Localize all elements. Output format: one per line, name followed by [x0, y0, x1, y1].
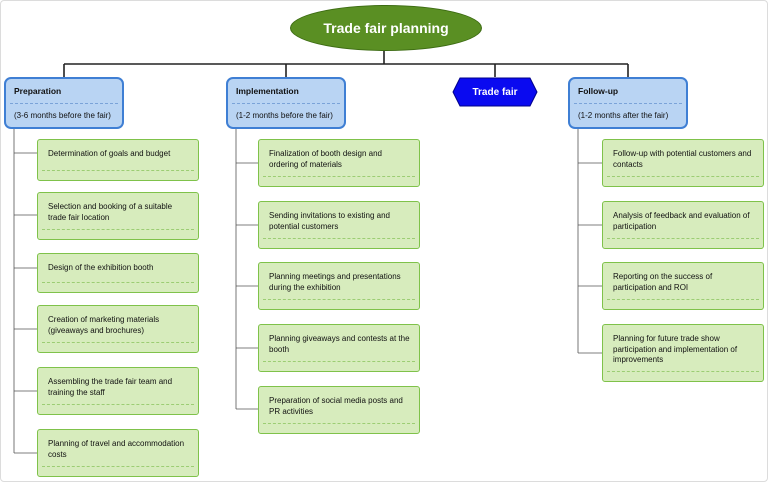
task-text: Follow-up with potential customers and c…: [613, 149, 752, 169]
task-text: Reporting on the success of participatio…: [613, 272, 713, 292]
task-text: Planning meetings and presentations duri…: [269, 272, 401, 292]
task-node[interactable]: Reporting on the success of participatio…: [602, 262, 764, 310]
phase-preparation[interactable]: Preparation (3-6 months before the fair): [4, 77, 124, 129]
task-text: Planning of travel and accommodation cos…: [48, 439, 185, 459]
task-node[interactable]: Assembling the trade fair team and train…: [37, 367, 199, 415]
phase-implementation[interactable]: Implementation (1-2 months before the fa…: [226, 77, 346, 129]
divider: [10, 103, 118, 104]
task-node[interactable]: Analysis of feedback and evaluation of p…: [602, 201, 764, 249]
divider: [232, 103, 340, 104]
task-node[interactable]: Sending invitations to existing and pote…: [258, 201, 420, 249]
phase-title: Implementation: [236, 86, 299, 96]
divider: [42, 404, 194, 405]
divider: [42, 282, 194, 283]
task-node[interactable]: Planning giveaways and contests at the b…: [258, 324, 420, 372]
phase-title: Follow-up: [578, 86, 619, 96]
phase-subtitle: (3-6 months before the fair): [14, 111, 111, 120]
task-node[interactable]: Preparation of social media posts and PR…: [258, 386, 420, 434]
task-text: Analysis of feedback and evaluation of p…: [613, 211, 750, 231]
divider: [42, 170, 194, 171]
task-node[interactable]: Planning for future trade show participa…: [602, 324, 764, 382]
task-text: Finalization of booth design and orderin…: [269, 149, 382, 169]
task-text: Planning giveaways and contests at the b…: [269, 334, 410, 354]
root-title: Trade fair planning: [323, 20, 449, 36]
divider: [607, 238, 759, 239]
task-text: Determination of goals and budget: [48, 149, 171, 158]
task-text: Preparation of social media posts and PR…: [269, 396, 403, 416]
task-text: Sending invitations to existing and pote…: [269, 211, 390, 231]
divider: [263, 176, 415, 177]
task-text: Planning for future trade show participa…: [613, 334, 738, 364]
phase-title: Preparation: [14, 86, 62, 96]
divider: [263, 238, 415, 239]
task-node[interactable]: Determination of goals and budget: [37, 139, 199, 181]
divider: [42, 229, 194, 230]
task-text: Creation of marketing materials (giveawa…: [48, 315, 160, 335]
divider: [42, 342, 194, 343]
divider: [263, 361, 415, 362]
phase-subtitle: (1-2 months after the fair): [578, 111, 669, 120]
task-node[interactable]: Creation of marketing materials (giveawa…: [37, 305, 199, 353]
task-text: Assembling the trade fair team and train…: [48, 377, 173, 397]
task-text: Selection and booking of a suitable trad…: [48, 202, 173, 222]
milestone-trade-fair[interactable]: Trade fair: [452, 77, 538, 107]
task-text: Design of the exhibition booth: [48, 263, 154, 272]
divider: [607, 299, 759, 300]
task-node[interactable]: Planning meetings and presentations duri…: [258, 262, 420, 310]
task-node[interactable]: Design of the exhibition booth: [37, 253, 199, 293]
task-node[interactable]: Selection and booking of a suitable trad…: [37, 192, 199, 240]
divider: [607, 371, 759, 372]
divider: [263, 423, 415, 424]
divider: [42, 466, 194, 467]
phase-subtitle: (1-2 months before the fair): [236, 111, 333, 120]
phase-followup[interactable]: Follow-up (1-2 months after the fair): [568, 77, 688, 129]
divider: [574, 103, 682, 104]
root-node[interactable]: Trade fair planning: [290, 5, 482, 51]
task-node[interactable]: Finalization of booth design and orderin…: [258, 139, 420, 187]
task-node[interactable]: Follow-up with potential customers and c…: [602, 139, 764, 187]
hexagon-shape: [452, 77, 538, 107]
milestone-label: Trade fair: [472, 86, 518, 98]
task-node[interactable]: Planning of travel and accommodation cos…: [37, 429, 199, 477]
divider: [263, 299, 415, 300]
divider: [607, 176, 759, 177]
